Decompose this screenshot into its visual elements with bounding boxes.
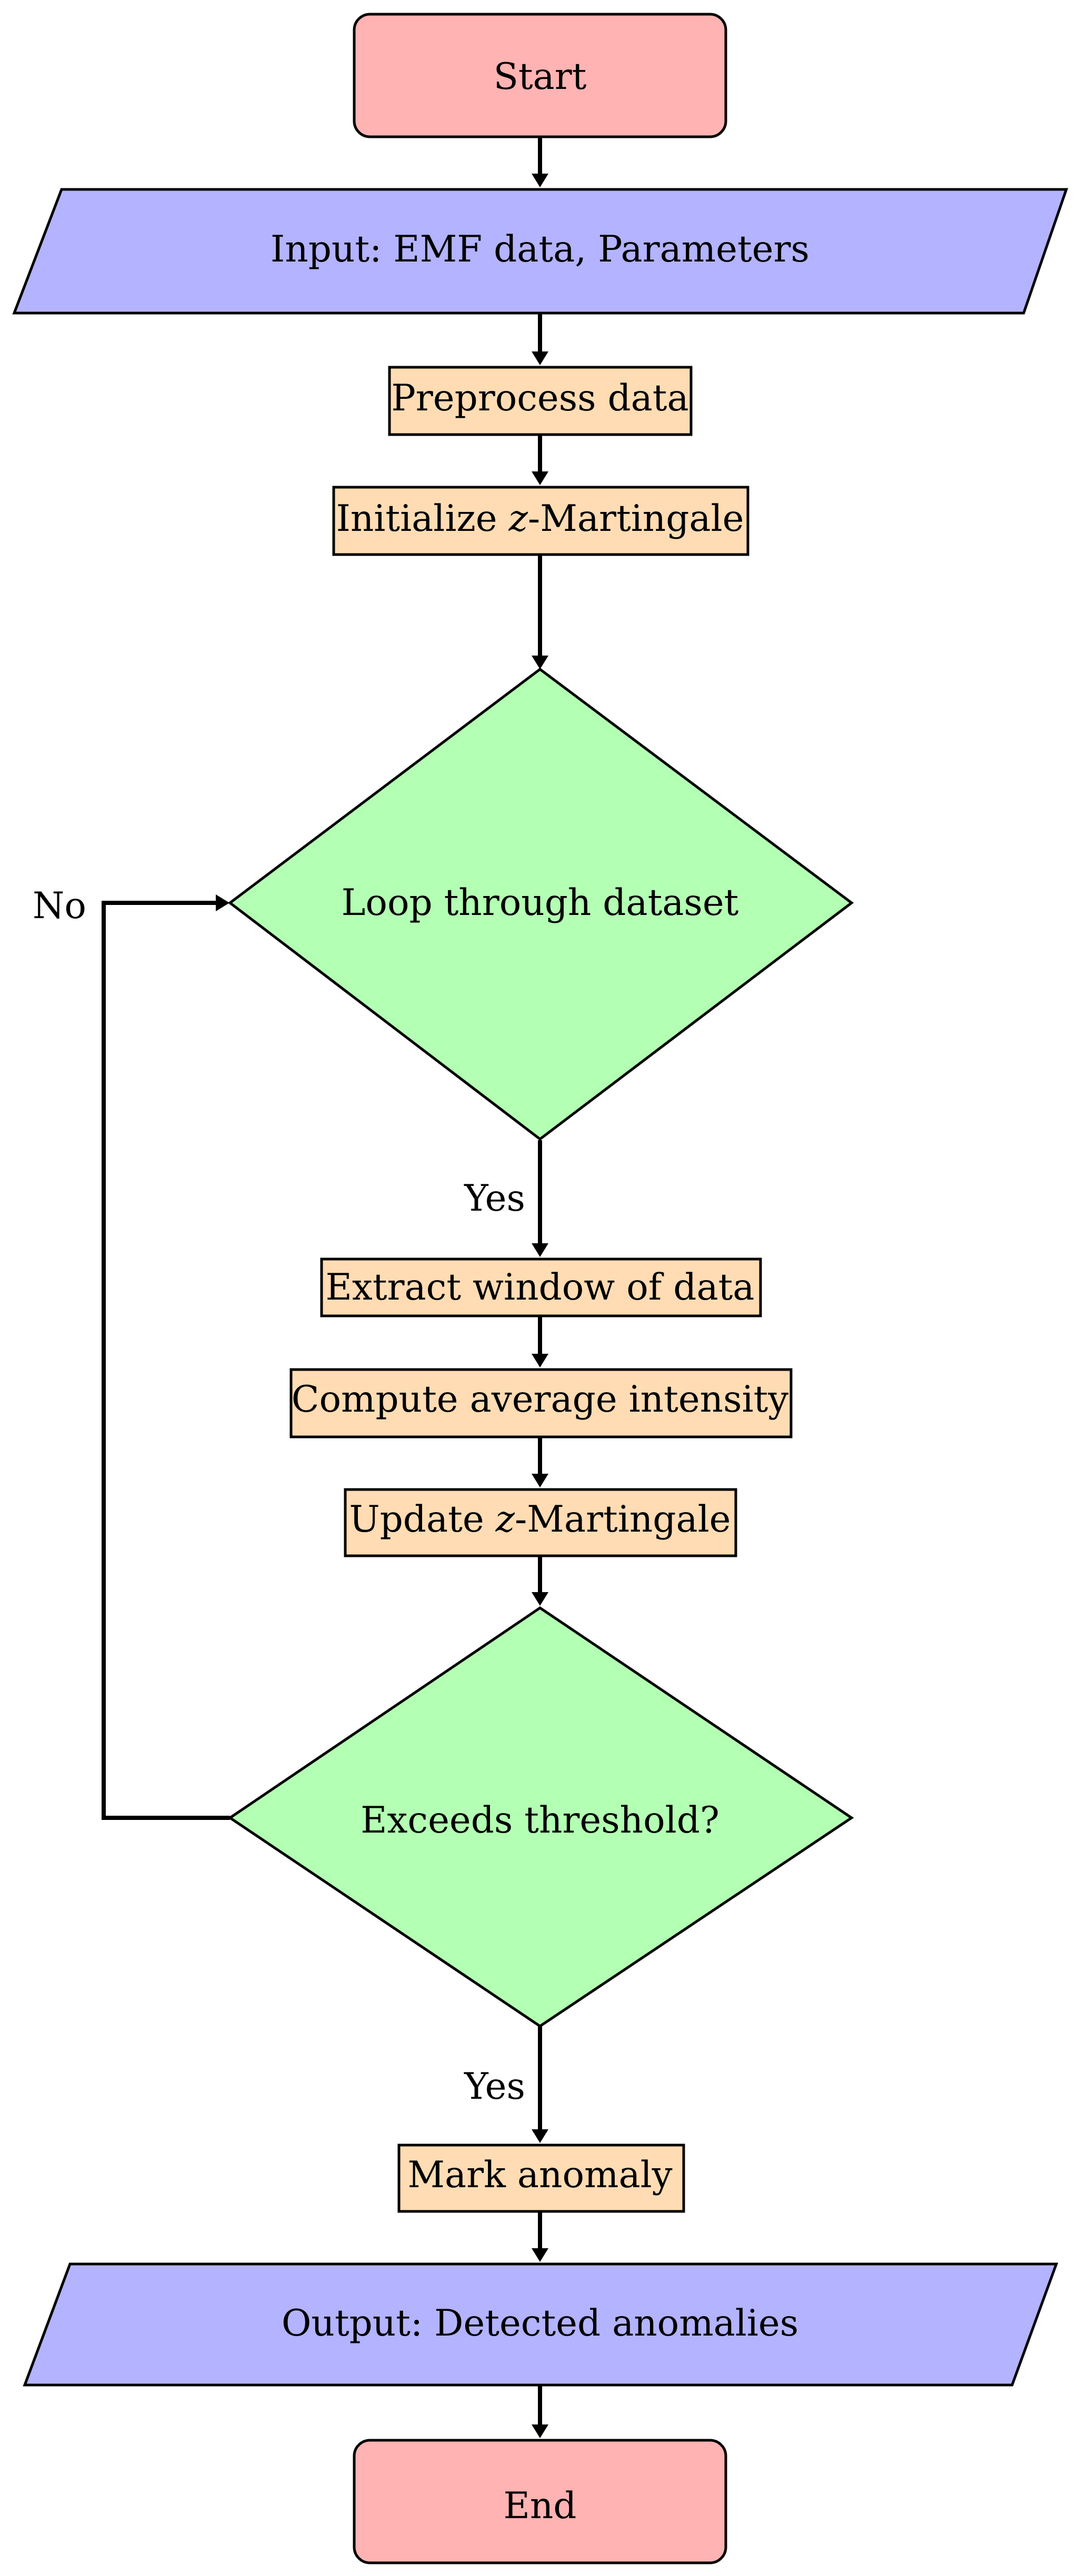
node-start: Start xyxy=(353,13,727,138)
arrowhead-threshold xyxy=(532,1592,548,1606)
edge-labels: Yes Yes No xyxy=(33,885,525,2108)
arrowhead-update xyxy=(532,1474,548,1487)
node-initialize: Initialize z-Martingale xyxy=(332,486,749,556)
output-label: Output: Detected anomalies xyxy=(282,2302,798,2344)
threshold-no-label: No xyxy=(33,885,86,927)
threshold-shape xyxy=(227,1606,854,2028)
initialize-label-pre: Initialize xyxy=(336,498,509,540)
update-label-post: -Martingale xyxy=(515,1498,731,1541)
arrowhead-end xyxy=(532,2424,548,2438)
start-label: Start xyxy=(494,56,587,98)
extract-shape xyxy=(320,1257,762,1317)
edges xyxy=(102,138,548,2438)
end-shape xyxy=(353,2439,727,2564)
arrowhead-input xyxy=(532,174,548,187)
update-label: Update z-Martingale xyxy=(349,1498,731,1541)
arrowhead-compute xyxy=(532,1354,548,1367)
arrowhead-extract xyxy=(532,1243,548,1257)
initialize-label-var: z xyxy=(508,498,528,540)
node-threshold: Exceeds threshold? xyxy=(227,1606,854,2028)
arrowhead-mark xyxy=(532,2129,548,2143)
threshold-label: Exceeds threshold? xyxy=(361,1799,719,1842)
mark-label: Mark anomaly xyxy=(407,2154,672,2196)
compute-shape xyxy=(289,1368,793,1438)
node-input: Input: EMF data, Parameters xyxy=(12,188,1068,315)
loop-label: Loop through dataset xyxy=(342,882,739,924)
loop-shape xyxy=(227,667,854,1141)
node-preprocess: Preprocess data xyxy=(388,366,693,436)
update-label-var: z xyxy=(495,1498,515,1541)
arrowhead-loop xyxy=(532,656,548,669)
input-shape xyxy=(12,188,1068,315)
update-shape xyxy=(344,1488,737,1557)
node-update: Update z-Martingale xyxy=(344,1488,737,1557)
node-compute: Compute average intensity xyxy=(289,1368,793,1438)
node-loop: Loop through dataset xyxy=(227,667,854,1141)
arrowhead-output xyxy=(532,2248,548,2262)
extract-label: Extract window of data xyxy=(326,1266,755,1309)
node-mark: Mark anomaly xyxy=(397,2144,685,2213)
compute-label: Compute average intensity xyxy=(292,1378,789,1421)
initialize-label-post: -Martingale xyxy=(528,498,744,540)
arrowhead-preprocess xyxy=(532,351,548,365)
edge-threshold-no-to-loop xyxy=(102,901,230,1820)
arrowhead-loop-return xyxy=(216,894,229,911)
update-label-pre: Update xyxy=(349,1498,495,1541)
node-end: End xyxy=(353,2439,727,2564)
preprocess-shape xyxy=(388,366,693,436)
threshold-yes-label: Yes xyxy=(464,2066,525,2108)
loop-yes-label: Yes xyxy=(464,1178,525,1220)
output-shape xyxy=(23,2262,1058,2387)
start-shape xyxy=(353,13,727,138)
input-label: Input: EMF data, Parameters xyxy=(271,228,809,270)
end-label: End xyxy=(504,2485,577,2527)
mark-shape xyxy=(397,2144,685,2213)
initialize-label: Initialize z-Martingale xyxy=(336,498,744,540)
initialize-shape xyxy=(332,486,749,556)
node-output: Output: Detected anomalies xyxy=(23,2262,1058,2387)
node-extract: Extract window of data xyxy=(320,1257,762,1317)
preprocess-label: Preprocess data xyxy=(391,377,688,419)
arrowhead-initialize xyxy=(532,471,548,485)
